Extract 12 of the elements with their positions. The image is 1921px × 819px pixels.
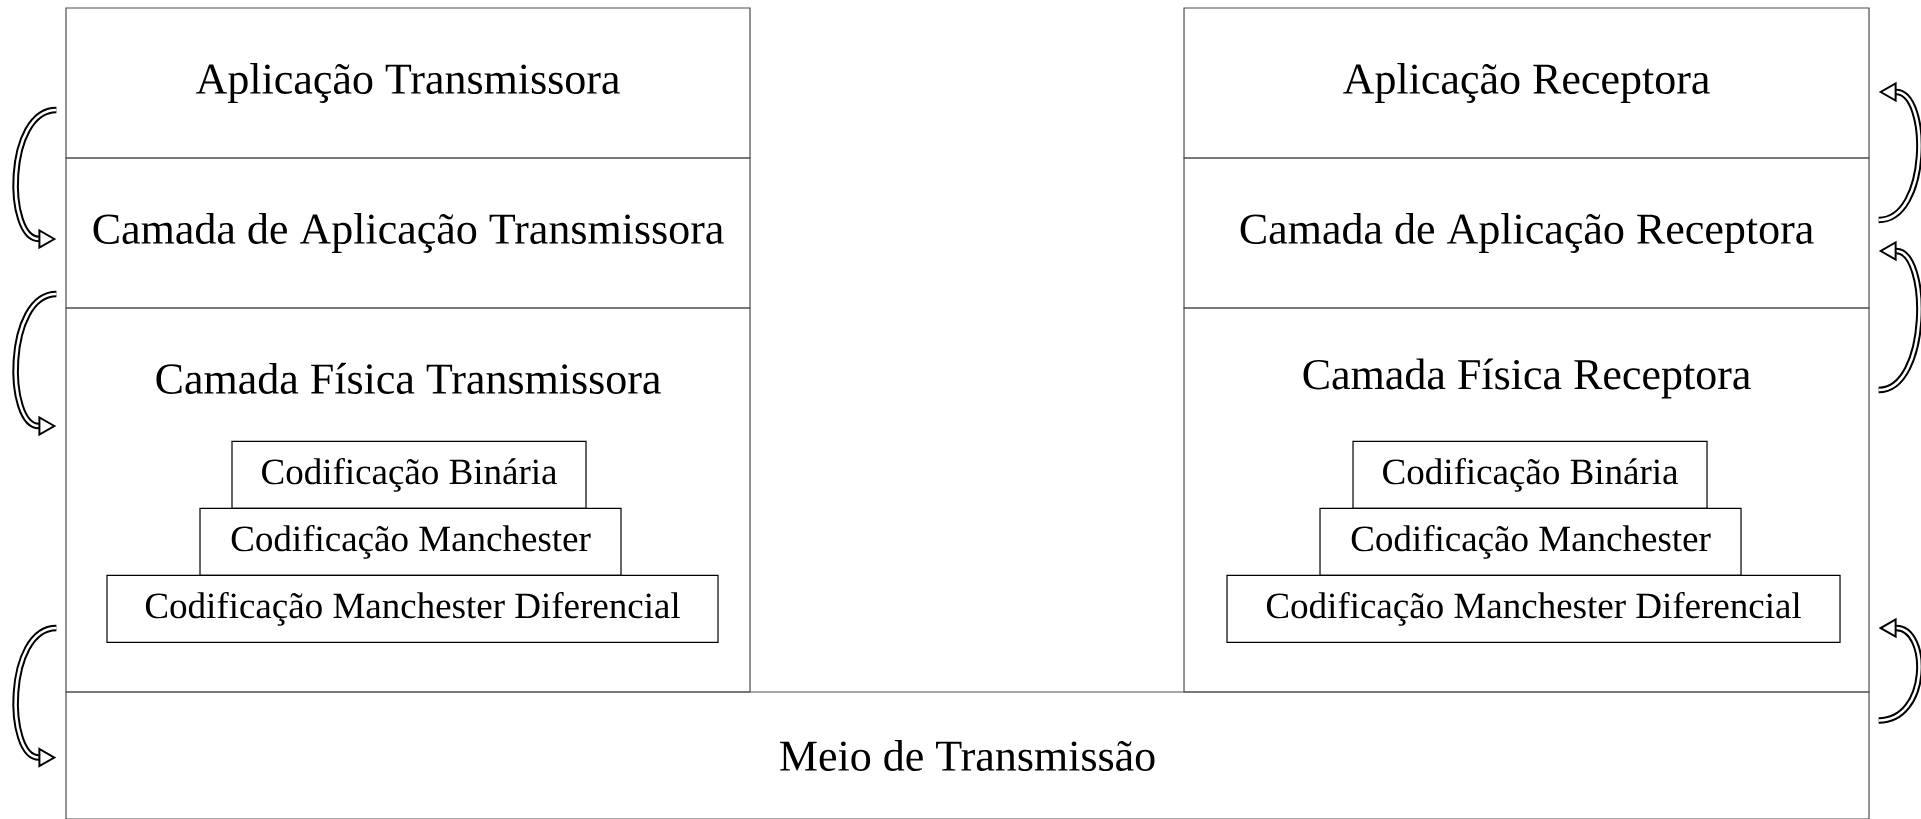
encoding-box: Codificação Manchester Diferencial [106,574,719,643]
layer-box: Aplicação Receptora [1183,7,1870,159]
layer-box: Aplicação Transmissora [65,7,751,159]
encoding-box: Codificação Binária [231,440,587,509]
layer-box: Camada de Aplicação Receptora [1183,157,1870,309]
encoding-box: Codificação Binária [1352,440,1708,509]
encoding-box: Codificação Manchester Diferencial [1226,574,1841,643]
curved-arrow [12,624,58,768]
layer-box: Meio de Transmissão [65,691,1870,819]
layer-box: Camada de Aplicação Transmissora [65,157,751,309]
encoding-box: Codificação Manchester [1319,507,1742,576]
encoding-box: Codificação Manchester [199,507,622,576]
